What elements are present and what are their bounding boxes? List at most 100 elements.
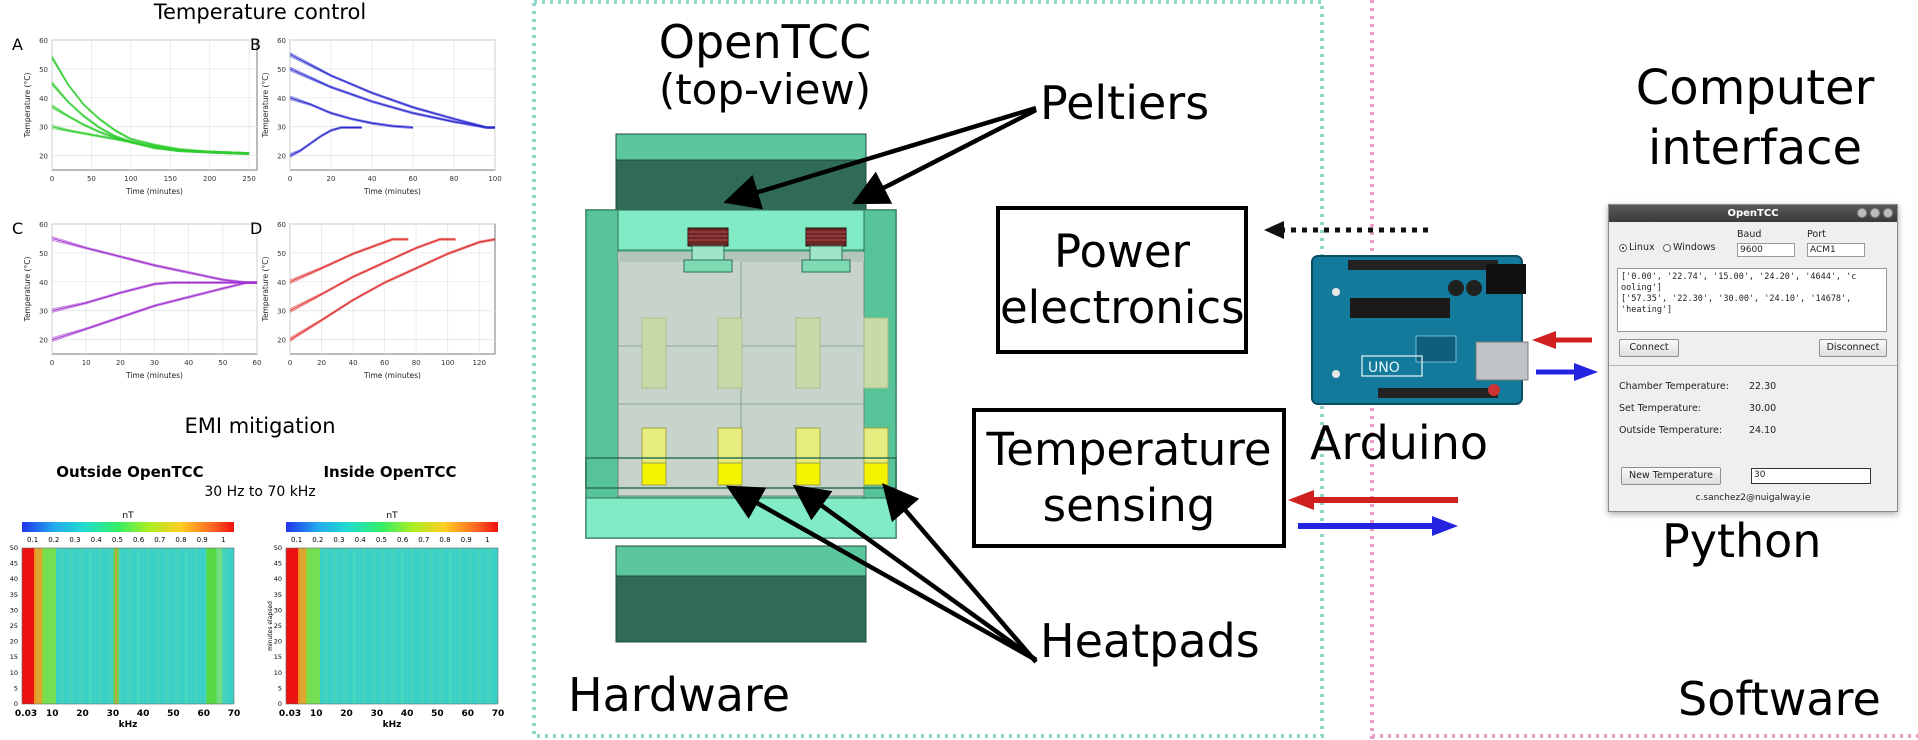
colorbar-tick: 0.1	[291, 536, 302, 544]
heatpads-label: Heatpads	[1040, 614, 1260, 668]
computer-interface-line2: interface	[1647, 120, 1863, 176]
opentcc-window: OpenTCC Linux Windows Baud 9600 Port ACM…	[1608, 204, 1898, 512]
log-line: ['0.00', '22.74', '15.00', '24.20', '464…	[1621, 272, 1857, 282]
baud-input[interactable]: 9600	[1737, 243, 1795, 257]
y-tick-label: 35	[10, 591, 18, 599]
emi-range-label: 30 Hz to 70 kHz	[204, 484, 316, 500]
x-tick-label: 40	[184, 359, 193, 367]
emi-inside-title: Inside OpenTCC	[323, 463, 457, 481]
set-temperature-value: 30.00	[1749, 403, 1777, 414]
series-line-1	[289, 70, 495, 129]
temperature-control-title: Temperature control	[153, 0, 367, 24]
x-tick-label: 60	[461, 709, 474, 719]
series-line-2	[289, 239, 496, 342]
series-line-0	[289, 238, 409, 283]
y-tick-label: 60	[39, 221, 48, 229]
x-tick-label: 100	[441, 359, 454, 367]
serial-log[interactable]: ['0.00', '22.74', '15.00', '24.20', '464…	[1617, 268, 1887, 332]
y-axis-label: Temperature (°C)	[23, 257, 32, 323]
minimize-icon[interactable]	[1857, 208, 1867, 218]
series-line-2	[289, 237, 496, 339]
y-tick-label: 30	[277, 308, 286, 316]
x-axis-label: kHz	[383, 720, 402, 730]
colorbar-tick: 0.8	[175, 536, 186, 544]
y-tick-label: 50	[10, 544, 18, 552]
connect-button[interactable]: Connect	[1619, 339, 1679, 357]
series-line-3	[289, 126, 362, 155]
emi-outside-title: Outside OpenTCC	[56, 463, 204, 481]
y-tick-label: 50	[39, 66, 48, 74]
series-line-0	[289, 237, 409, 281]
heatpad-arrow-2	[792, 484, 1038, 662]
y-tick-label: 20	[39, 337, 48, 345]
y-tick-label: 10	[10, 669, 18, 677]
frame-left-rail	[585, 209, 619, 539]
series-line-0	[51, 55, 250, 154]
series-line-1	[51, 282, 257, 312]
series-line-2	[289, 98, 414, 129]
radio-linux[interactable]: Linux	[1619, 242, 1655, 253]
series-line-1	[289, 239, 456, 313]
y-tick-label: 25	[274, 622, 282, 630]
x-tick-label: 200	[203, 175, 216, 183]
window-separator	[1609, 365, 1897, 366]
x-tick-label: 20	[340, 709, 353, 719]
series-line-2	[289, 97, 414, 129]
opentcc-title-line2: (top-view)	[658, 65, 872, 114]
radio-linux-icon[interactable]	[1619, 243, 1627, 252]
series-line-3	[289, 126, 362, 157]
usb-connector	[1475, 341, 1529, 381]
y-tick-label: 0	[14, 700, 18, 708]
x-tick-label: 80	[450, 175, 459, 183]
x-tick-label: 20	[116, 359, 125, 367]
y-axis-label: Temperature (°C)	[23, 73, 32, 139]
y-tick-label: 20	[277, 337, 286, 345]
heatpad-arrow-1	[726, 485, 1038, 662]
y-tick-label: 5	[278, 684, 282, 692]
colorbar-unit: nT	[386, 511, 398, 521]
x-axis-label: Time (minutes)	[125, 371, 183, 380]
x-tick-label: 40	[368, 175, 377, 183]
temperature-sensing-line2: sensing	[1042, 479, 1216, 532]
x-axis-label: Time (minutes)	[125, 187, 183, 196]
log-line: ooling']	[1621, 283, 1662, 293]
computer-interface-title: Computer interface	[1600, 58, 1910, 178]
y-axis-label: minutes elapsed	[267, 601, 274, 651]
colorbar-tick: 1	[485, 536, 489, 544]
radio-windows-label: Windows	[1673, 242, 1716, 253]
chamber-temperature-value: 22.30	[1749, 381, 1777, 392]
y-tick-label: 30	[39, 308, 48, 316]
colorbar-tick: 0.5	[376, 536, 387, 544]
colorbar-tick: 0.3	[333, 536, 344, 544]
peltier-right	[801, 227, 851, 273]
log-line: ['57.35', '22.30', '30.00', '24.10', '14…	[1621, 294, 1852, 304]
new-temperature-button[interactable]: New Temperature	[1621, 467, 1721, 485]
series-line-3	[289, 127, 362, 158]
close-icon[interactable]	[1883, 208, 1893, 218]
port-input[interactable]: ACM1	[1807, 243, 1865, 257]
new-temperature-input[interactable]: 30	[1751, 468, 1871, 484]
window-titlebar[interactable]: OpenTCC	[1609, 205, 1897, 222]
heatpads-group	[641, 427, 889, 486]
x-axis-label: Time (minutes)	[363, 371, 421, 380]
panel-letter: A	[12, 35, 23, 54]
x-tick-label: 0	[288, 359, 292, 367]
colorbar-tick: 0.2	[312, 536, 323, 544]
series-line-1	[51, 282, 257, 313]
hardware-label: Hardware	[568, 668, 791, 722]
radio-windows[interactable]: Windows	[1663, 242, 1715, 253]
x-tick-label: 80	[412, 359, 421, 367]
colorbar-tick: 0.4	[355, 536, 367, 544]
colorbar	[286, 522, 498, 532]
x-axis-label: Time (minutes)	[363, 187, 421, 196]
x-tick-label: 40	[349, 359, 358, 367]
x-tick-label: 60	[253, 359, 262, 367]
maximize-icon[interactable]	[1870, 208, 1880, 218]
y-tick-label: 30	[274, 606, 282, 614]
radio-windows-icon[interactable]	[1663, 243, 1671, 252]
disconnect-button[interactable]: Disconnect	[1819, 339, 1887, 357]
y-tick-label: 40	[277, 279, 286, 287]
colorbar-tick: 0.9	[197, 536, 208, 544]
